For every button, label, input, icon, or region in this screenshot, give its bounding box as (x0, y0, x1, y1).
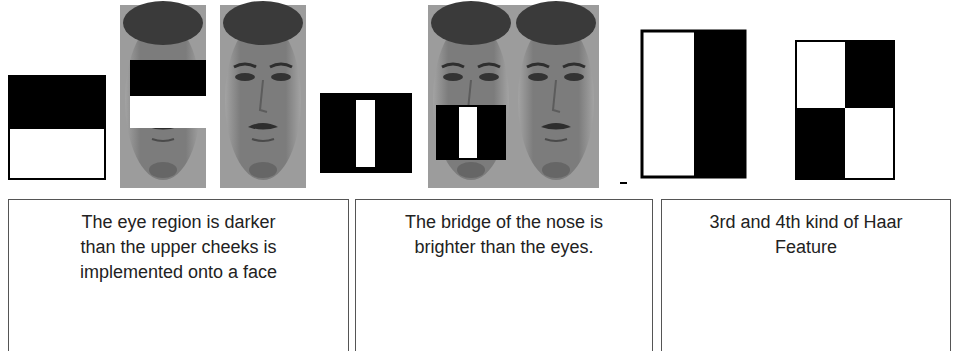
haar-feature-four-rect (845, 108, 893, 178)
feature-overlay (130, 96, 206, 128)
face-photo (513, 1, 599, 188)
haar-feature-edge-vertical (642, 31, 745, 177)
caption-text: The eye region is darker than the upper … (66, 200, 292, 285)
haar-feature-edge (8, 75, 106, 129)
feature-overlay (130, 60, 206, 96)
caption-text: 3rd and 4th kind of Haar Feature (704, 200, 908, 260)
caption-text: The bridge of the nose is brighter than … (398, 200, 610, 260)
feature-overlay (436, 105, 506, 160)
face-photo (120, 1, 206, 188)
face-photo (428, 1, 514, 188)
dash-mark (620, 182, 627, 184)
haar-feature-edge (9, 128, 105, 179)
caption-box: 3rd and 4th kind of Haar Feature (661, 199, 951, 351)
feature-overlay (459, 107, 477, 158)
haar-feature-line (320, 93, 412, 173)
haar-feature-four-rect (797, 42, 845, 108)
haar-feature-edge-vertical (694, 31, 746, 178)
caption-box: The eye region is darker than the upper … (8, 199, 349, 351)
haar-feature-line (356, 100, 375, 167)
caption-box: The bridge of the nose is brighter than … (355, 199, 653, 351)
face-photo (220, 1, 306, 188)
haar-feature-four-rect (795, 40, 895, 180)
